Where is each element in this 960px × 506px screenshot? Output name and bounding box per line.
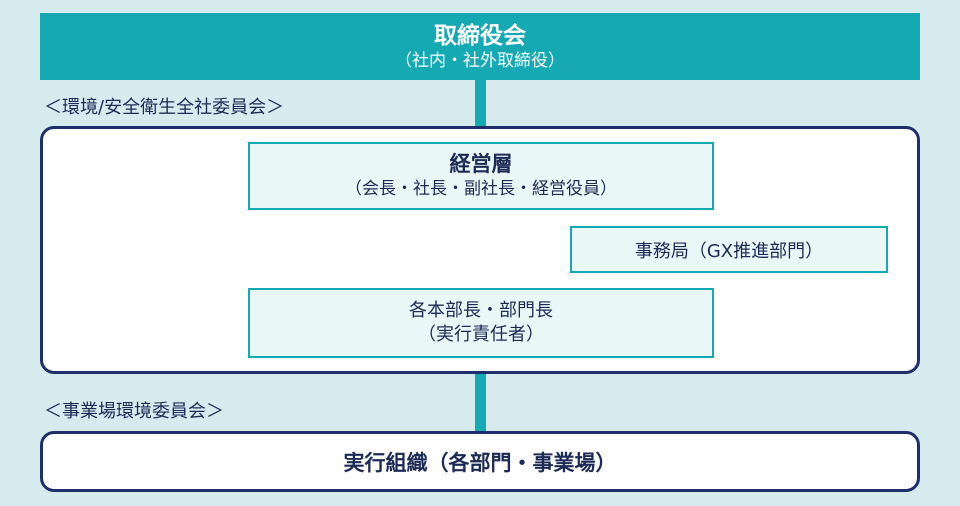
management-box: 経営層 （会長・社長・副社長・経営役員） xyxy=(248,142,714,210)
execution-organization-box: 実行組織（各部門・事業場） xyxy=(40,431,920,492)
division-heads-subtitle: （実行責任者） xyxy=(418,324,544,345)
execution-label: 実行組織（各部門・事業場） xyxy=(343,450,617,475)
board-title: 取締役会 xyxy=(434,22,526,49)
secretariat-label: 事務局（GX推進部門） xyxy=(634,240,824,262)
management-title: 経営層 xyxy=(449,152,513,176)
connector-board-to-management xyxy=(475,78,486,144)
management-subtitle: （会長・社長・副社長・経営役員） xyxy=(345,179,617,199)
division-heads-box: 各本部長・部門長 （実行責任者） xyxy=(248,288,714,358)
connector-heads-to-execution xyxy=(475,372,486,434)
secretariat-box: 事務局（GX推進部門） xyxy=(570,226,888,273)
board-of-directors-box: 取締役会 （社内・社外取締役） xyxy=(40,13,920,80)
company-committee-heading: ＜環境/安全衛生全社委員会＞ xyxy=(44,97,285,118)
board-subtitle: （社内・社外取締役） xyxy=(395,50,565,71)
division-heads-title: 各本部長・部門長 xyxy=(409,300,553,321)
site-committee-heading: ＜事業場環境委員会＞ xyxy=(44,401,224,422)
